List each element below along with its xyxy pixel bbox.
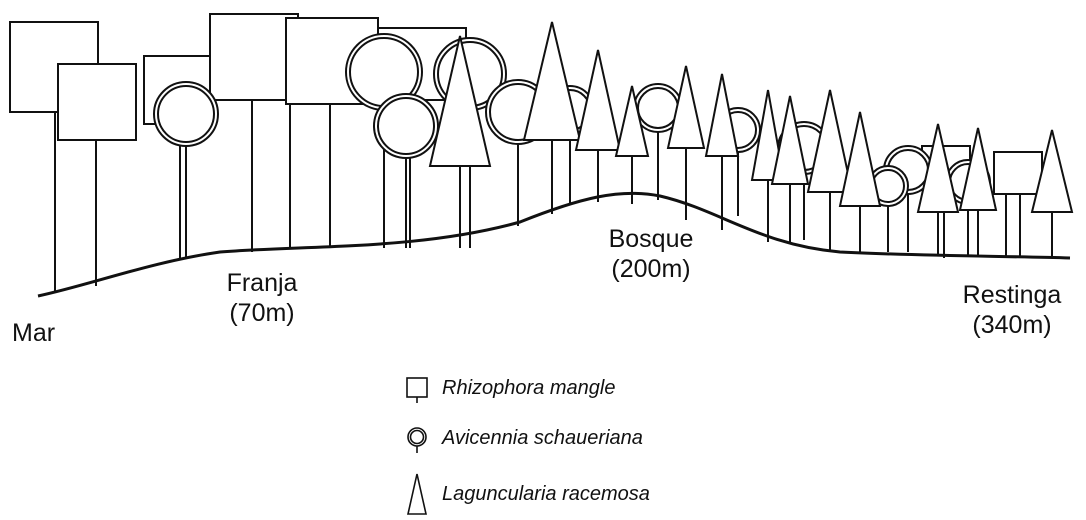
zone-label-restinga: Restinga (340m) xyxy=(950,280,1074,340)
rhizophora-tree xyxy=(210,14,298,100)
zone-name: Restinga xyxy=(950,280,1074,310)
avicennia-tree xyxy=(374,94,438,158)
legend-label: Rhizophora mangle xyxy=(442,376,615,400)
rhizophora-tree xyxy=(58,64,136,140)
tree-layer xyxy=(10,14,1072,292)
zone-distance: (70m) xyxy=(208,298,316,328)
legend-label: Laguncularia racemosa xyxy=(442,482,650,506)
zone-label-franja: Franja (70m) xyxy=(208,268,316,328)
laguncularia-tree xyxy=(840,112,880,206)
ground-profile-line xyxy=(38,193,1070,296)
circle-icon xyxy=(404,426,430,454)
square-icon xyxy=(404,376,430,404)
triangle-icon xyxy=(404,472,430,516)
zone-label-bosque: Bosque (200m) xyxy=(592,224,710,284)
zone-distance: (200m) xyxy=(592,254,710,284)
legend-label: Avicennia schaueriana xyxy=(442,426,643,450)
laguncularia-tree xyxy=(524,22,580,140)
rhizophora-tree xyxy=(994,152,1042,194)
avicennia-tree xyxy=(154,82,218,146)
zone-label-mar: Mar xyxy=(12,318,55,348)
zone-name: Bosque xyxy=(592,224,710,254)
zone-name: Franja xyxy=(208,268,316,298)
zone-name: Mar xyxy=(12,318,55,348)
zone-distance: (340m) xyxy=(950,310,1074,340)
